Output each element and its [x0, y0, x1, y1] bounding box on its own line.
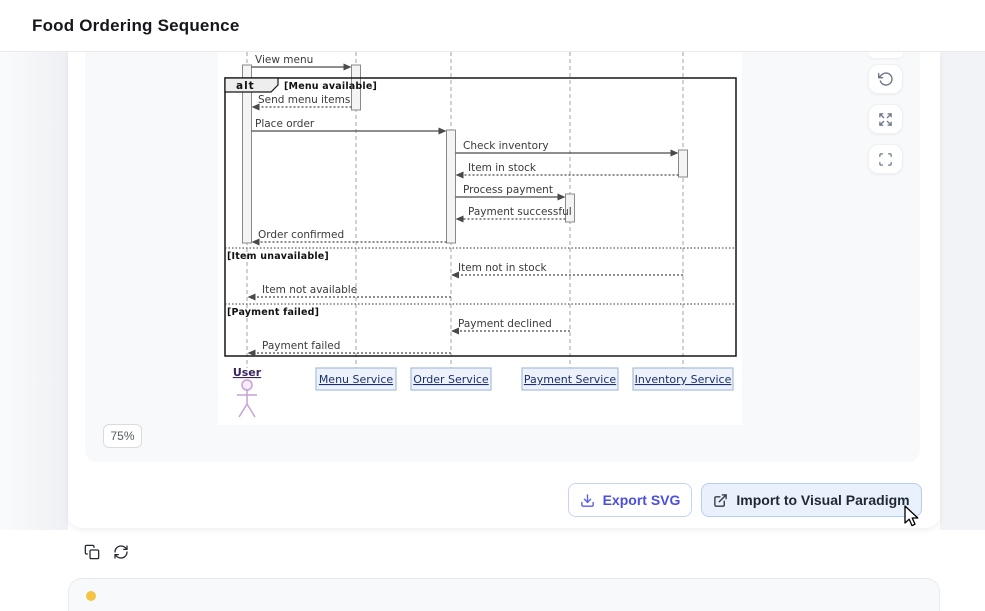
expand-arrows-icon — [878, 112, 893, 127]
rotate-ccw-icon — [877, 71, 894, 87]
clipped-control-button[interactable] — [868, 52, 903, 58]
message-labels: View menu Send menu items Place order Ch… — [255, 54, 572, 352]
actor-stick-figure-icon — [237, 379, 257, 418]
participant-label[interactable]: Inventory Service — [635, 373, 732, 386]
download-icon — [580, 493, 595, 508]
guard-menu-available: [Menu available] — [284, 81, 377, 92]
participant-label[interactable]: Menu Service — [319, 373, 394, 386]
regenerate-button[interactable] — [109, 540, 133, 564]
participant-label[interactable]: Order Service — [413, 373, 489, 386]
participant-box-payment-service[interactable] — [521, 367, 619, 391]
copy-icon — [84, 544, 100, 560]
sequence-diagram-svg: alt [Menu available] [Item unavailable] … — [224, 52, 737, 418]
export-svg-label: Export SVG — [602, 492, 681, 508]
alt-operator-label: alt — [236, 80, 255, 92]
page-gutter-right — [940, 52, 985, 530]
alt-frame: alt [Menu available] [Item unavailable] … — [224, 77, 737, 357]
message-label: Item not in stock — [458, 262, 547, 274]
page-title: Food Ordering Sequence — [32, 15, 240, 35]
participant-label[interactable]: Payment Service — [524, 373, 617, 386]
fullscreen-button[interactable] — [868, 144, 903, 174]
participant-box-menu-service[interactable] — [315, 367, 397, 391]
message-label: Send menu items — [258, 94, 350, 106]
message-label: Order confirmed — [258, 229, 344, 241]
guard-payment-failed: [Payment failed] — [227, 307, 319, 318]
copy-button[interactable] — [80, 540, 104, 564]
message-label: Check inventory — [463, 140, 549, 152]
emoji-partial-icon — [86, 591, 96, 601]
message-label: View menu — [255, 54, 313, 66]
diagram-canvas: alt [Menu available] [Item unavailable] … — [218, 52, 742, 425]
import-to-visual-paradigm-label: Import to Visual Paradigm — [736, 492, 910, 508]
message-arrows — [247, 63, 683, 357]
import-to-visual-paradigm-button[interactable]: Import to Visual Paradigm — [701, 483, 922, 517]
next-message-card — [68, 578, 940, 611]
guard-item-unavailable: [Item unavailable] — [227, 251, 329, 262]
app-header: Food Ordering Sequence — [0, 0, 985, 52]
participant-box-order-service[interactable] — [410, 367, 492, 391]
external-link-icon — [713, 493, 728, 508]
zoom-level-badge: 75% — [103, 424, 142, 448]
mouse-cursor — [904, 505, 919, 527]
message-label: Item in stock — [468, 162, 537, 174]
participant-box-inventory-service[interactable] — [632, 367, 734, 391]
message-label: Payment failed — [262, 340, 340, 352]
message-label: Payment declined — [458, 318, 552, 330]
message-label: Process payment — [463, 184, 553, 196]
message-label: Place order — [255, 118, 315, 130]
message-label: Payment successful — [468, 206, 572, 218]
export-svg-button[interactable]: Export SVG — [568, 483, 692, 517]
refresh-icon — [113, 544, 129, 560]
fullscreen-corners-icon — [878, 152, 893, 167]
activation-bars — [242, 64, 688, 244]
participant-footer: Menu Service Order Service Payment Servi… — [233, 366, 734, 418]
zoom-to-fit-button[interactable] — [868, 104, 903, 134]
page-gutter-left — [0, 52, 68, 530]
actor-label-user[interactable]: User — [233, 366, 262, 379]
message-label: Item not available — [262, 284, 357, 296]
reset-view-button[interactable] — [868, 64, 903, 94]
